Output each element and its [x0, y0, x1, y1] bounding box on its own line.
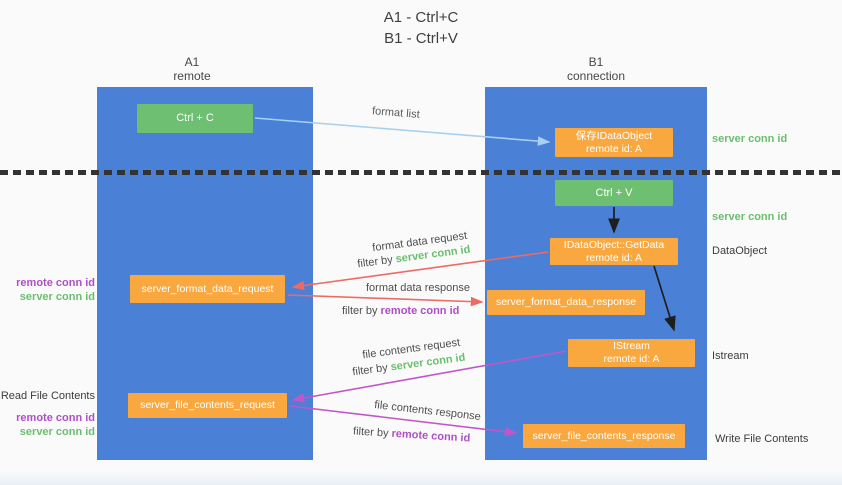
- right-server-conn-id-label-2: server conn id: [712, 211, 788, 223]
- column-b-header: B1 connection: [485, 55, 707, 83]
- title-line-b: B1 - Ctrl+V: [384, 30, 458, 47]
- server-format-data-response-box: server_format_data_response: [487, 290, 645, 315]
- write-file-contents-label: Write File Contents: [715, 433, 809, 445]
- remote-conn-id-key: remote conn id: [391, 427, 471, 445]
- save-idataobject-box: 保存IDataObject remote id: A: [555, 128, 673, 157]
- diagram-title: A1 - Ctrl+C B1 - Ctrl+V: [0, 7, 842, 49]
- ctrl-v-box: Ctrl + V: [555, 180, 673, 206]
- filter-by-prefix: filter by: [342, 305, 381, 317]
- ctrl-c-box: Ctrl + C: [137, 104, 253, 133]
- ctrl-c-label: Ctrl + C: [176, 112, 214, 124]
- column-b-subtitle: connection: [566, 69, 626, 83]
- read-file-contents-label: Read File Contents: [0, 390, 95, 402]
- title-line-a: A1 - Ctrl+C: [383, 9, 459, 26]
- ctrl-v-label: Ctrl + V: [595, 186, 633, 199]
- column-a-name: A1: [184, 55, 200, 69]
- istream-line2: remote id: A: [603, 353, 660, 365]
- file-request-label: server_file_contents_request: [140, 399, 275, 411]
- server-format-data-request-box: server_format_data_request: [130, 275, 285, 303]
- server-file-contents-request-box: server_file_contents_request: [128, 393, 287, 418]
- filter-by-prefix: filter by: [356, 253, 397, 271]
- file-contents-response-arrow-label: file contents response: [373, 398, 482, 424]
- filter-by-prefix: filter by: [351, 361, 392, 379]
- getdata-line2: remote id: A: [585, 251, 643, 264]
- phase-divider-dotted-line: [0, 170, 842, 175]
- server-file-contents-response-box: server_file_contents_response: [523, 424, 685, 448]
- left-server-conn-id-label-1: server conn id: [19, 291, 95, 303]
- format-list-arrow-label: format list: [371, 105, 421, 121]
- getdata-line1: IDataObject::GetData: [563, 238, 665, 251]
- bottom-gradient: [0, 471, 842, 485]
- idataobject-getdata-box: IDataObject::GetData remote id: A: [550, 238, 678, 265]
- filter-by-prefix: filter by: [352, 425, 392, 440]
- column-a-subtitle: remote: [173, 69, 211, 83]
- format-data-response-arrow: [287, 294, 484, 307]
- left-remote-conn-id-label-2: remote conn id: [16, 412, 95, 424]
- save-idataobject-line1: 保存IDataObject: [575, 129, 653, 142]
- column-b-name: B1: [588, 55, 604, 69]
- remote-conn-id-key: remote conn id: [380, 305, 460, 317]
- file-contents-response-filter-label: filter by remote conn id: [353, 425, 471, 444]
- left-server-conn-id-label-2: server conn id: [19, 426, 95, 438]
- left-remote-conn-id-label-1: remote conn id: [16, 277, 95, 289]
- dataobject-label: DataObject: [712, 245, 768, 257]
- istream-line1: IStream: [613, 340, 650, 352]
- format-response-label: server_format_data_response: [495, 296, 637, 308]
- right-server-conn-id-label-1: server conn id: [712, 133, 788, 145]
- format-data-response-filter-label: filter by remote conn id: [342, 305, 459, 317]
- format-request-label: server_format_data_request: [141, 282, 274, 295]
- istream-side-label: Istream: [712, 350, 749, 362]
- format-data-response-arrow-label: format data response: [366, 282, 470, 294]
- istream-box: IStream remote id: A: [568, 339, 695, 367]
- file-response-label: server_file_contents_response: [532, 429, 676, 442]
- column-a-header: A1 remote: [92, 55, 292, 83]
- save-idataobject-line2: remote id: A: [585, 142, 643, 155]
